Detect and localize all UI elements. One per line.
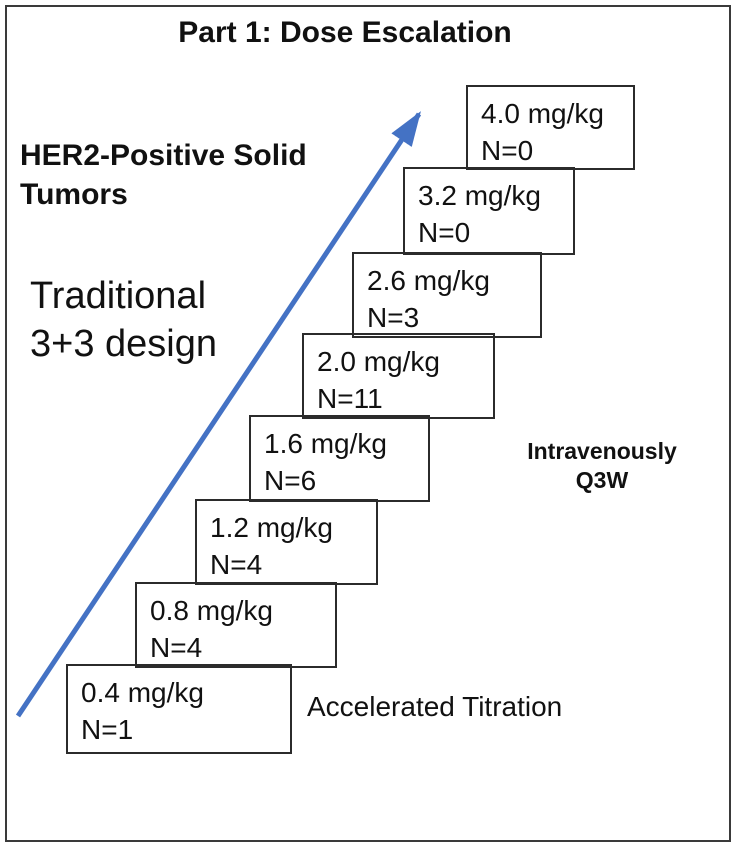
dose-box: 0.8 mg/kg N=4 bbox=[135, 582, 337, 668]
n-label: N=4 bbox=[210, 549, 263, 580]
dose-label: 0.8 mg/kg bbox=[150, 595, 273, 626]
dose-label: 2.6 mg/kg bbox=[367, 265, 490, 296]
schedule-label-line1: Intravenously bbox=[527, 438, 677, 464]
dose-box: 4.0 mg/kg N=0 bbox=[466, 85, 635, 170]
schedule-label-line2: Q3W bbox=[575, 467, 629, 493]
titration-label: Accelerated Titration bbox=[307, 691, 563, 722]
n-label: N=1 bbox=[81, 714, 134, 745]
n-label: N=3 bbox=[367, 302, 420, 333]
dose-box: 2.0 mg/kg N=11 bbox=[302, 333, 495, 419]
dose-box: 1.6 mg/kg N=6 bbox=[249, 415, 430, 502]
dose-box: 3.2 mg/kg N=0 bbox=[403, 167, 575, 255]
design-label-line1: Traditional bbox=[30, 275, 207, 317]
dose-label: 1.6 mg/kg bbox=[264, 428, 387, 459]
population-label-line1: HER2-Positive Solid bbox=[20, 139, 307, 172]
n-label: N=6 bbox=[264, 465, 317, 496]
n-label: N=0 bbox=[418, 217, 471, 248]
figure-title: Part 1: Dose Escalation bbox=[178, 16, 512, 49]
dose-label: 0.4 mg/kg bbox=[81, 677, 204, 708]
n-label: N=4 bbox=[150, 632, 203, 663]
dose-label: 1.2 mg/kg bbox=[210, 512, 333, 543]
schedule-label: Intravenously Q3W bbox=[520, 437, 684, 495]
escalation-arrow-line bbox=[15, 111, 422, 718]
dose-label: 4.0 mg/kg bbox=[481, 98, 604, 129]
dose-box: 1.2 mg/kg N=4 bbox=[195, 499, 378, 585]
dose-box: 2.6 mg/kg N=3 bbox=[352, 252, 542, 338]
population-label: HER2-Positive Solid Tumors bbox=[20, 136, 307, 214]
n-label: N=11 bbox=[317, 383, 383, 414]
design-label: Traditional 3+3 design bbox=[30, 272, 217, 368]
design-label-line2: 3+3 design bbox=[30, 323, 217, 365]
dose-label: 2.0 mg/kg bbox=[317, 346, 440, 377]
dose-label: 3.2 mg/kg bbox=[418, 180, 541, 211]
n-label: N=0 bbox=[481, 135, 534, 166]
figure-frame bbox=[5, 5, 731, 842]
population-label-line2: Tumors bbox=[20, 178, 128, 211]
dose-box: 0.4 mg/kg N=1 bbox=[66, 664, 292, 754]
